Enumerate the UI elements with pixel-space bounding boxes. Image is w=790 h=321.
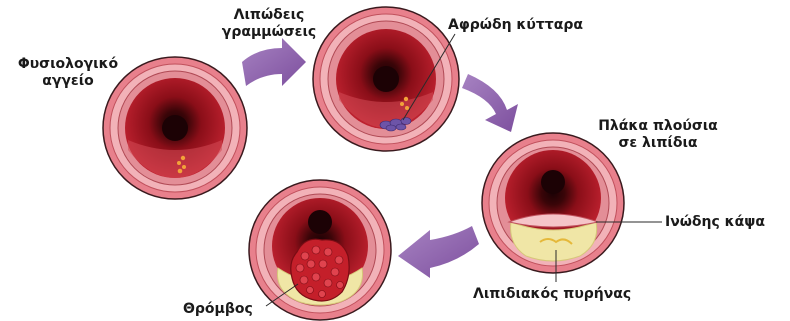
label-fibrous-cap-text: Ινώδης κάψα <box>665 214 765 231</box>
label-lipid-plaque-line2: σε λιπίδια <box>583 135 733 152</box>
lipid-plaque-vessel <box>482 133 662 273</box>
label-lipid-plaque: Πλάκα πλούσια σε λιπίδια <box>583 118 733 152</box>
label-thrombus: Θρόμβος <box>183 301 253 318</box>
label-normal-vessel-line1: Φυσιολογικό <box>6 56 130 73</box>
thrombus-vessel <box>249 180 391 320</box>
label-foam-cells-text: Αφρώδη κύτταρα <box>448 17 583 34</box>
label-foam-cells: Αφρώδη κύτταρα <box>448 17 583 34</box>
label-lipid-plaque-line1: Πλάκα πλούσια <box>583 118 733 135</box>
label-lipid-core: Λιπιδιακός πυρήνας <box>473 286 631 303</box>
label-thrombus-text: Θρόμβος <box>183 301 253 318</box>
label-normal-vessel: Φυσιολογικό αγγείο <box>6 56 130 90</box>
label-fatty-streaks-line2: γραμμώσεις <box>207 24 331 41</box>
label-fatty-streaks-line1: Λιπώδεις <box>207 7 331 24</box>
label-normal-vessel-line2: αγγείο <box>6 73 130 90</box>
label-fibrous-cap: Ινώδης κάψα <box>665 214 765 231</box>
arrow-3 <box>398 226 479 278</box>
arrow-2 <box>462 74 518 132</box>
label-lipid-core-text: Λιπιδιακός πυρήνας <box>473 286 631 303</box>
fatty-streak-vessel <box>313 7 459 151</box>
label-fatty-streaks: Λιπώδεις γραμμώσεις <box>207 7 331 41</box>
arrow-1 <box>242 38 306 86</box>
thrombus-clot <box>291 239 349 301</box>
